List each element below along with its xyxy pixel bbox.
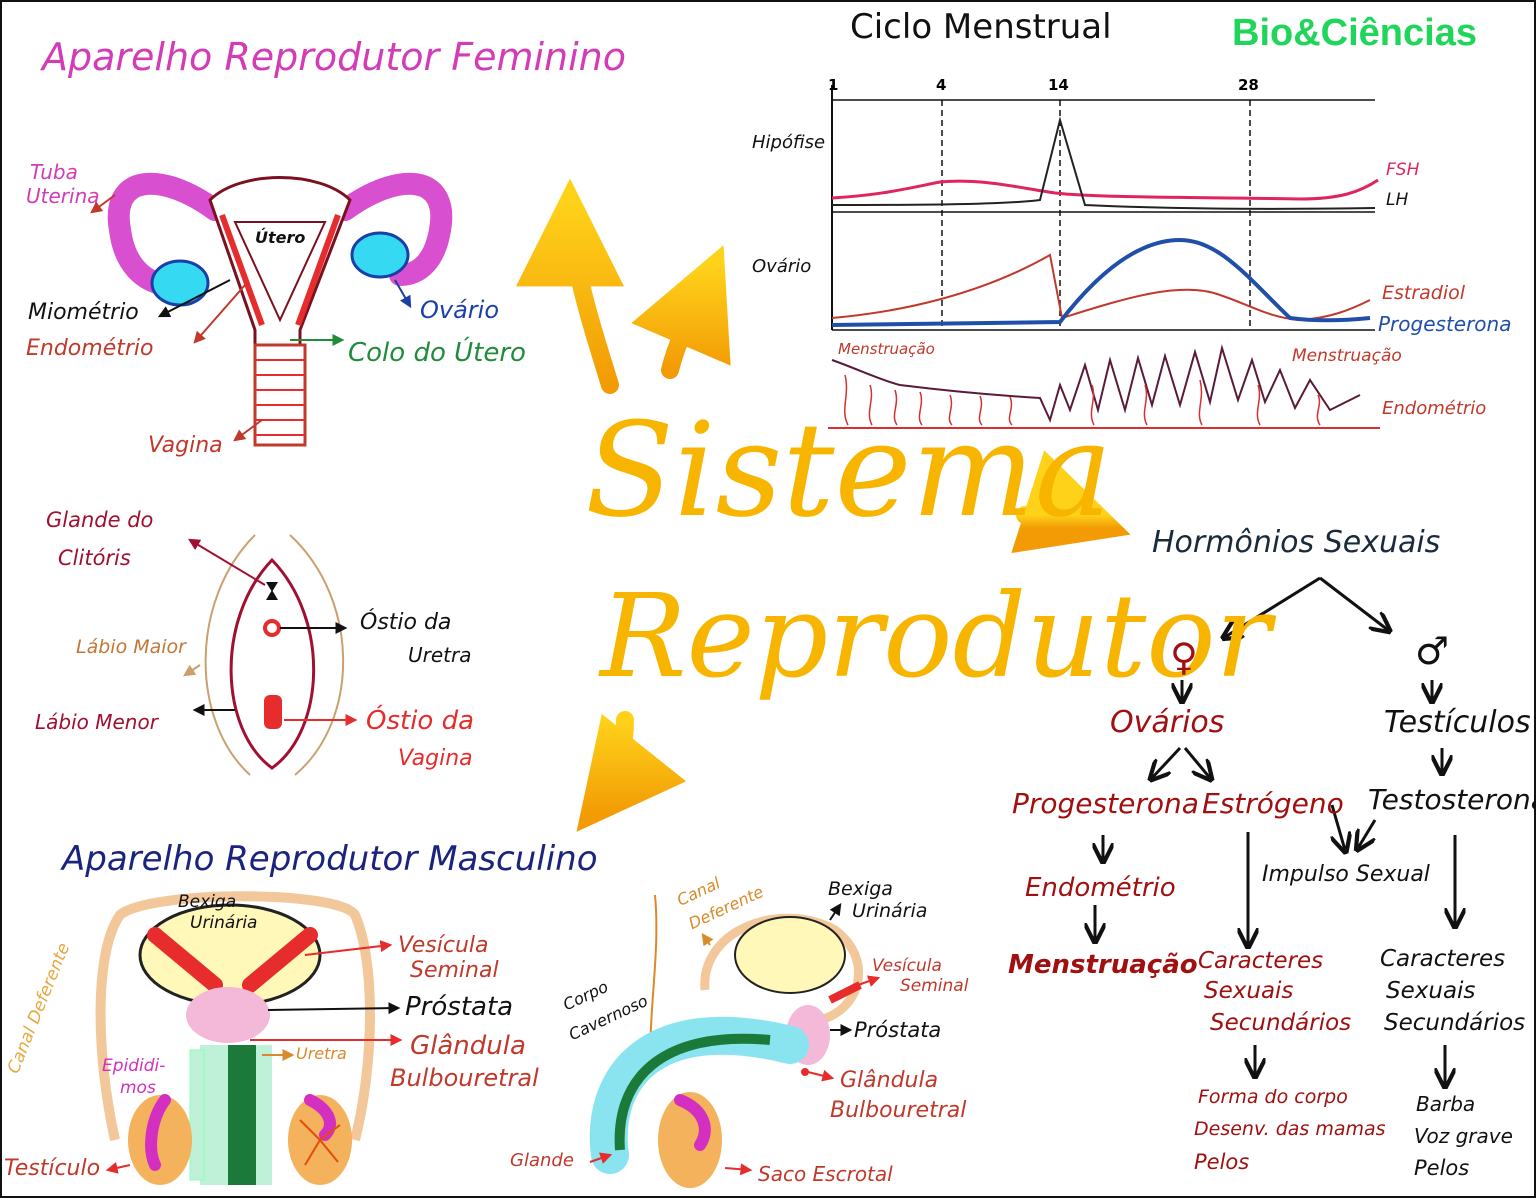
hormones-progesterona: Progesterona <box>1012 787 1199 820</box>
label-ovario: Ovário <box>420 296 500 324</box>
label-colo-utero: Colo do Útero <box>348 338 526 368</box>
label-side-bexiga-line1: Bexiga <box>828 878 893 900</box>
label-uretra: Uretra <box>296 1044 347 1063</box>
label-side-glandula-line1: Glândula <box>840 1068 939 1093</box>
cycle-day-1: 1 <box>828 76 839 94</box>
cycle-day-4: 4 <box>936 76 947 94</box>
hormones-testiculos: Testículos <box>1384 705 1531 740</box>
label-ostio-vagina-line2: Vagina <box>398 746 473 771</box>
female-trait-1: Forma do corpo <box>1198 1086 1348 1108</box>
hormones-impulso: Impulso Sexual <box>1262 862 1430 887</box>
caract-m-line2: Sexuais <box>1386 978 1476 1004</box>
progesterona-curve <box>831 237 1371 327</box>
male-frontal-diagram <box>95 891 403 1185</box>
male-sagittal-diagram <box>589 894 881 1188</box>
label-labio-maior: Lábio Maior <box>76 636 186 658</box>
central-title-line1: Sistema <box>585 394 1113 546</box>
lh-curve <box>831 116 1376 210</box>
label-side-vesicula-line2: Seminal <box>900 976 969 996</box>
central-title-line2: Reprodutor <box>600 570 1271 704</box>
label-ostio-uretra-line2: Uretra <box>408 643 472 667</box>
label-tuba-line1: Tuba <box>30 160 78 184</box>
label-ostio-vagina-line1: Óstio da <box>366 706 475 736</box>
label-side-prostata: Próstata <box>854 1018 942 1042</box>
cycle-day-28: 28 <box>1238 76 1259 94</box>
cycle-label-ovario: Ovário <box>752 256 812 277</box>
cycle-legend-endometrio: Endométrio <box>1382 398 1487 419</box>
female-trait-3: Pelos <box>1194 1150 1250 1174</box>
hormones-endometrio: Endométrio <box>1025 873 1176 903</box>
cycle-label-hipofise: Hipófise <box>752 132 826 153</box>
cycle-label-menstruacao-end: Menstruação <box>1292 346 1402 366</box>
central-arrows <box>516 178 1131 832</box>
female-symbol: ♀ <box>1170 635 1198 679</box>
hormones-estrogeno: Estrógeno <box>1202 787 1344 820</box>
label-testiculo: Testículo <box>4 1156 101 1181</box>
male-title: Aparelho Reprodutor Masculino <box>62 839 598 879</box>
label-endometrio: Endométrio <box>26 336 154 361</box>
male-trait-2: Voz grave <box>1414 1124 1513 1148</box>
label-glande-line1: Glande do <box>46 508 154 532</box>
left-testicle-frontal <box>128 1095 192 1185</box>
hormones-testosterona: Testosterona <box>1368 783 1536 816</box>
label-side-glandula-line2: Bulbouretral <box>830 1098 967 1123</box>
label-epididimo-line1: Epididi- <box>102 1056 166 1076</box>
caract-f-line2: Sexuais <box>1204 978 1294 1004</box>
male-symbol: ♂ <box>1415 629 1450 673</box>
label-vesicula-line1: Vesícula <box>398 933 489 958</box>
cycle-legend-lh: LH <box>1386 190 1409 210</box>
male-trait-3: Pelos <box>1414 1156 1470 1180</box>
cycle-label-menstruacao-start: Menstruação <box>838 340 935 358</box>
label-side-glande: Glande <box>510 1150 574 1171</box>
fsh-curve <box>831 178 1379 201</box>
male-trait-1: Barba <box>1416 1092 1476 1116</box>
label-labio-menor: Lábio Menor <box>35 710 158 734</box>
caract-m-line1: Caracteres <box>1380 946 1506 972</box>
prostate-frontal <box>186 987 270 1043</box>
label-side-bexiga-line2: Urinária <box>852 900 928 922</box>
label-glandula-line2: Bulbouretral <box>390 1064 539 1092</box>
label-utero: Útero <box>255 228 306 247</box>
caract-m-line3: Secundários <box>1384 1010 1526 1036</box>
label-miometrio: Miométrio <box>28 300 139 325</box>
label-prostata: Próstata <box>405 992 514 1022</box>
caract-f-line1: Caracteres <box>1198 948 1324 974</box>
right-ovary-shape <box>350 231 410 279</box>
endometrio-curve <box>828 344 1380 429</box>
hormones-title: Hormônios Sexuais <box>1152 525 1441 560</box>
hormones-menstruacao: Menstruação <box>1008 950 1198 980</box>
label-ostio-uretra-line1: Óstio da <box>360 610 452 635</box>
cycle-legend-progesterona: Progesterona <box>1378 312 1512 336</box>
label-glande-line2: Clitóris <box>58 546 131 570</box>
cycle-legend-estradiol: Estradiol <box>1382 282 1466 304</box>
vulva-diagram <box>183 534 358 776</box>
label-side-vesicula-line1: Vesícula <box>872 956 942 976</box>
label-tuba-line2: Uterina <box>26 184 100 208</box>
label-bexiga-line1: Bexiga <box>178 892 237 912</box>
hormones-ovarios: Ovários <box>1110 705 1225 740</box>
label-bexiga-line2: Urinária <box>190 913 258 933</box>
estradiol-curve <box>831 253 1371 322</box>
caract-f-line3: Secundários <box>1210 1010 1352 1036</box>
hormone-flow-arrows <box>1095 576 1455 1085</box>
left-ovary-shape <box>150 259 210 307</box>
cycle-legend-fsh: FSH <box>1386 160 1420 180</box>
label-glandula-line1: Glândula <box>410 1031 526 1061</box>
brand-logo: Bio&Ciências <box>1232 12 1477 54</box>
female-trait-2: Desenv. das mamas <box>1194 1118 1386 1140</box>
uterus-diagram <box>90 172 453 447</box>
cycle-chart <box>828 85 1380 429</box>
label-epididimo-line2: mos <box>120 1078 156 1098</box>
female-title: Aparelho Reprodutor Feminino <box>42 35 626 79</box>
cycle-day-14: 14 <box>1048 76 1069 94</box>
label-vesicula-line2: Seminal <box>410 958 499 983</box>
label-side-saco: Saco Escrotal <box>758 1162 893 1186</box>
label-vagina: Vagina <box>148 433 223 458</box>
bladder-sagittal <box>734 916 846 994</box>
cycle-title: Ciclo Menstrual <box>850 7 1112 47</box>
